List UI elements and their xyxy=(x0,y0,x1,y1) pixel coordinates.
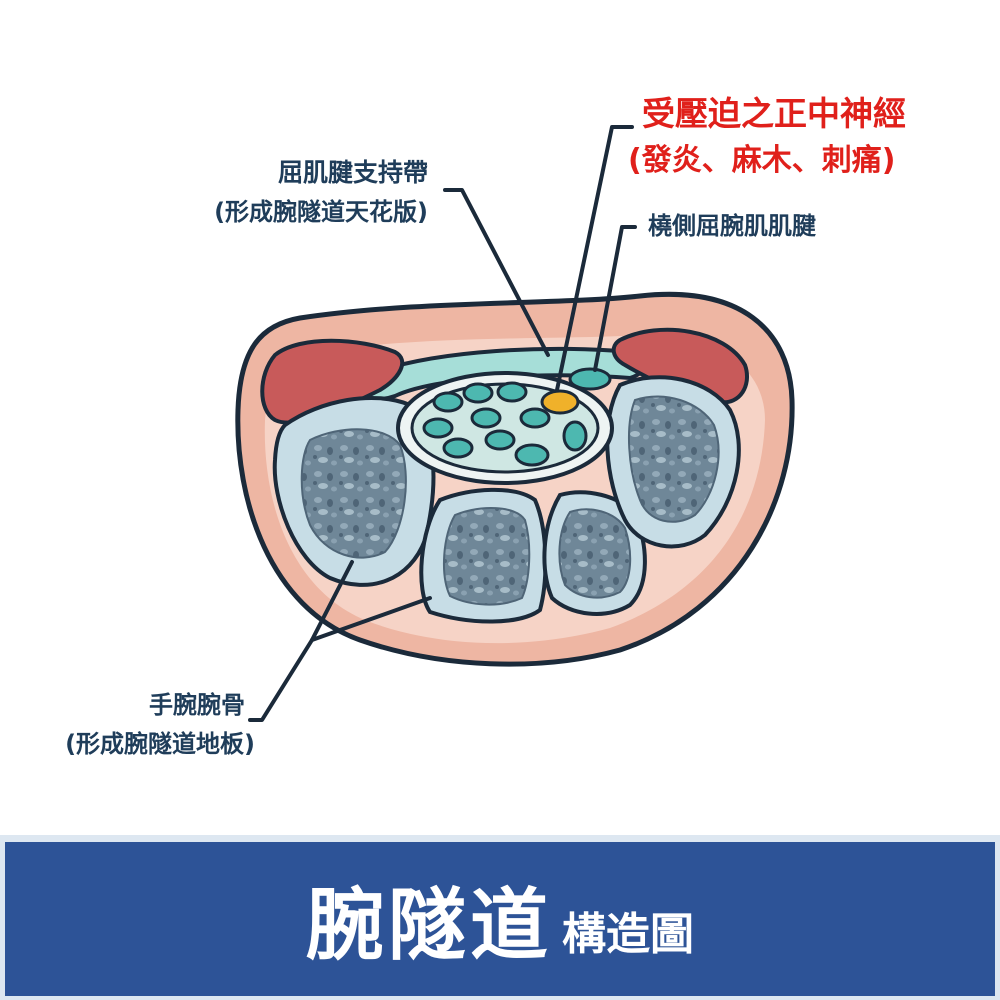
tendon xyxy=(562,420,588,452)
carpal-tunnel-diagram: 屈肌腱支持帶 (形成腕隧道天花版) 受壓迫之正中神經 (發炎、麻木、刺痛) 橈側… xyxy=(65,94,906,758)
leader-carpal-left xyxy=(248,560,354,722)
footer-title-bar: 腕隧道 構造圖 xyxy=(5,842,995,996)
leader-fcr xyxy=(593,225,637,372)
tendon xyxy=(519,407,551,429)
leader-retinaculum xyxy=(443,188,550,357)
flexor-tendons xyxy=(422,381,588,467)
carpal-tunnel xyxy=(396,367,614,485)
tendon xyxy=(470,407,502,429)
retinaculum-label: 屈肌腱支持帶 xyxy=(278,158,428,187)
fcr-tendon xyxy=(568,367,612,391)
leader-carpal-mid xyxy=(310,596,432,642)
carpal-bones-sublabel: (形成腕隧道地板) xyxy=(65,730,255,758)
leader-lines xyxy=(248,125,637,722)
tendon xyxy=(462,382,494,404)
median-nerve-sublabel: (發炎、麻木、刺痛) xyxy=(628,143,895,178)
leader-median-nerve xyxy=(555,125,634,392)
left-muscle xyxy=(260,338,405,425)
tendon xyxy=(496,381,528,403)
carpal-bones-label: 手腕腕骨 xyxy=(149,691,245,719)
carpal-bones xyxy=(272,375,741,624)
median-nerve-label: 受壓迫之正中神經 xyxy=(642,94,906,133)
tendon xyxy=(484,429,516,451)
tendon xyxy=(514,443,550,467)
fcr-tendon-label: 橈側屈腕肌肌腱 xyxy=(648,212,816,240)
page-title: 腕隧道 xyxy=(305,881,552,971)
tendon xyxy=(432,391,464,413)
tendon xyxy=(422,417,454,439)
page-subtitle: 構造圖 xyxy=(562,909,694,960)
median-nerve xyxy=(540,389,580,415)
tendon xyxy=(442,437,474,459)
retinaculum-sublabel: (形成腕隧道天花版) xyxy=(214,198,428,226)
